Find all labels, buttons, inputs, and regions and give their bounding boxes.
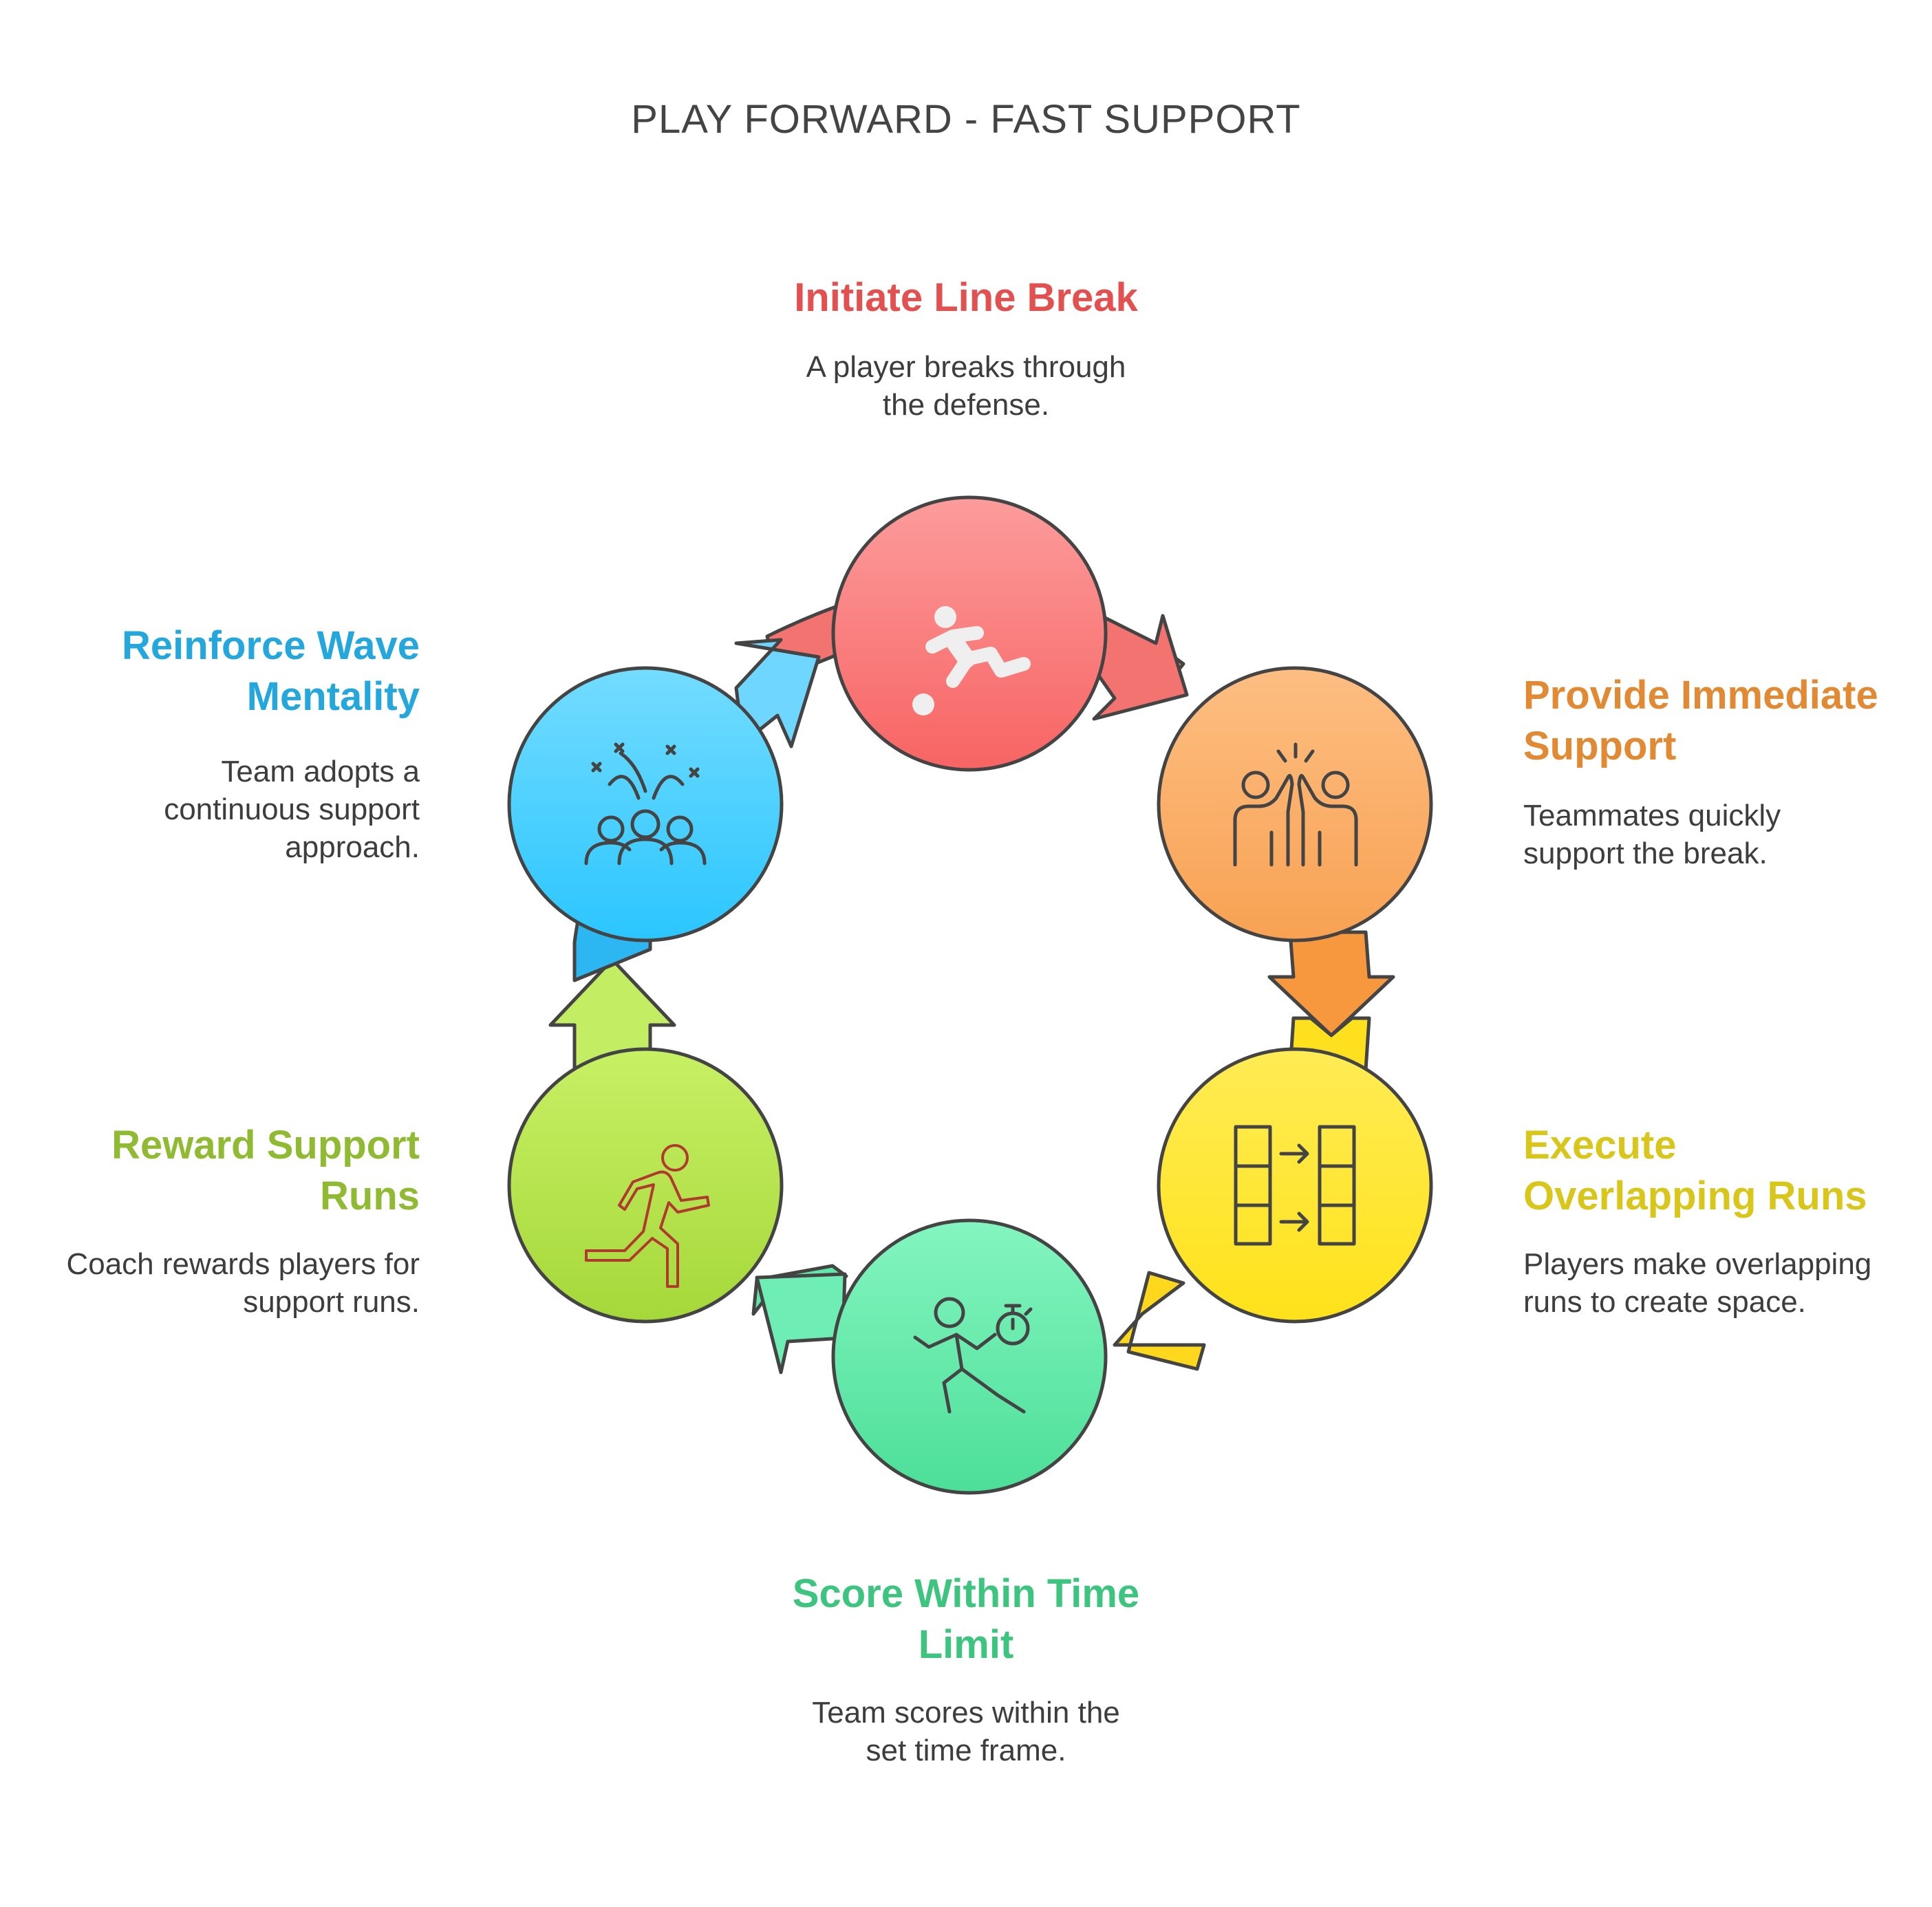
runner-with-stopwatch-icon — [913, 1297, 1033, 1414]
stage-title-line: Limit — [918, 1622, 1014, 1667]
stage-desc-line: Teammates quickly — [1523, 799, 1781, 832]
stage-desc-line: support the break. — [1523, 837, 1768, 870]
stage-desc-line: set time frame. — [866, 1734, 1066, 1767]
running-person-icon — [585, 1144, 710, 1288]
diagram-title: PLAY FORWARD - FAST SUPPORT — [631, 97, 1301, 142]
stage-desc-line: support runs. — [243, 1285, 420, 1319]
stage-title-line: Reward Support — [111, 1123, 420, 1167]
stage-desc-line: runs to create space. — [1523, 1285, 1806, 1319]
stage-title-line: Initiate Line Break — [794, 275, 1138, 320]
stage-desc-line: continuous support — [164, 793, 420, 826]
stage-title-score-within-time-limit: Score Within Time Limit — [691, 1569, 1241, 1670]
stage-desc-line: Team scores within the — [812, 1696, 1120, 1730]
stage-title-line: Overlapping Runs — [1523, 1174, 1867, 1218]
stage-desc-line: the defense. — [882, 388, 1050, 422]
stage-circle-score-within-time-limit — [831, 1218, 1108, 1495]
arrow-blue-to-red-head — [734, 638, 821, 748]
stage-desc-line: Players make overlapping — [1523, 1247, 1872, 1281]
stage-desc-execute-overlapping-runs: Players make overlapping runs to create … — [1523, 1245, 1922, 1321]
stage-circle-execute-overlapping-runs — [1157, 1047, 1433, 1324]
stage-title-line: Provide Immediate — [1523, 673, 1878, 718]
overlapping-columns-icon — [1234, 1125, 1356, 1246]
stage-title-reinforce-wave-mentality: Reinforce Wave Mentality — [41, 621, 420, 722]
stage-title-initiate-line-break: Initiate Line Break — [691, 272, 1241, 323]
stage-desc-line: Coach rewards players for — [66, 1247, 420, 1281]
soccer-player-kicking-ball-icon — [912, 606, 1031, 715]
stage-desc-line: A player breaks through — [806, 350, 1126, 384]
stage-desc-reinforce-wave-mentality: Team adopts a continuous support approac… — [41, 753, 420, 866]
stage-desc-score-within-time-limit: Team scores within the set time frame. — [691, 1694, 1241, 1769]
stage-desc-reward-support-runs: Coach rewards players for support runs. — [28, 1245, 420, 1321]
stage-circle-reinforce-wave-mentality — [507, 666, 784, 942]
stage-title-execute-overlapping-runs: Execute Overlapping Runs — [1523, 1120, 1922, 1222]
stage-desc-initiate-line-break: A player breaks through the defense. — [691, 348, 1241, 424]
stage-title-reward-support-runs: Reward Support Runs — [41, 1120, 420, 1222]
stage-title-line: Score Within Time — [792, 1571, 1140, 1616]
stage-desc-line: Team adopts a — [221, 755, 420, 788]
high-five-icon — [1233, 742, 1358, 867]
stage-title-line: Reinforce Wave — [122, 623, 420, 668]
arrow-yellow-to-green — [1113, 1271, 1206, 1371]
stage-title-line: Mentality — [246, 674, 420, 719]
stage-title-line: Execute — [1523, 1123, 1677, 1167]
arrow-orange-to-yellow — [1267, 930, 1395, 1037]
stage-title-line: Support — [1523, 724, 1677, 768]
stage-title-provide-immediate-support: Provide Immediate Support — [1523, 670, 1909, 772]
stage-desc-provide-immediate-support: Teammates quickly support the break. — [1523, 797, 1909, 872]
stage-circle-provide-immediate-support — [1157, 666, 1433, 942]
stage-desc-line: approach. — [285, 830, 420, 864]
team-celebration-icon — [584, 742, 707, 865]
stage-title-line: Runs — [320, 1174, 420, 1218]
